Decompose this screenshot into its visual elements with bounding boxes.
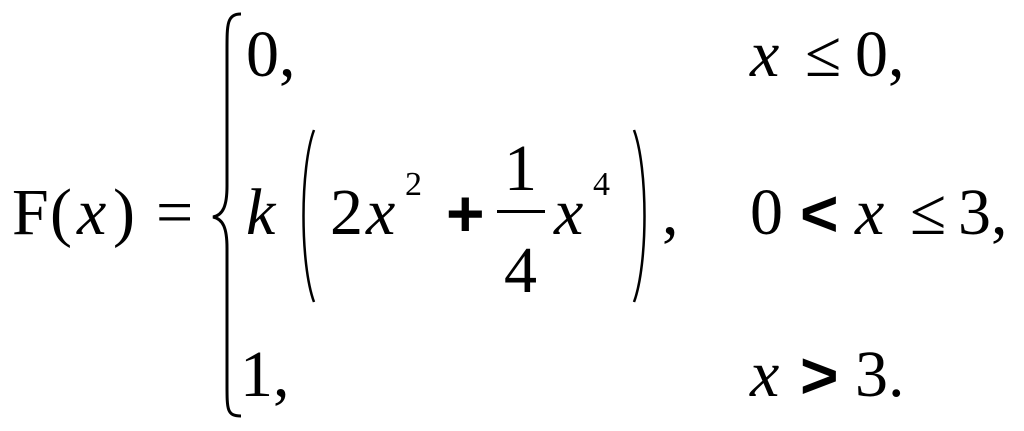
function-name: F	[12, 176, 49, 249]
left-brace	[212, 12, 242, 418]
case2-trailing-comma: ,	[662, 176, 679, 249]
case2-term1-var: x	[366, 176, 396, 249]
case1-value: 0,	[246, 18, 296, 91]
case2-plus: +	[446, 176, 485, 250]
lhs-close-paren: )	[113, 176, 135, 249]
case1-cond-var: x	[750, 18, 780, 91]
case2-cond-lower: 0	[750, 176, 783, 249]
case2-frac-denominator: 4	[504, 234, 537, 307]
case2-frac-numerator: 1	[504, 132, 537, 205]
equals-sign: =	[156, 176, 194, 249]
case1-cond-bound: 0,	[855, 18, 905, 91]
case3-cond-var: x	[750, 338, 780, 411]
case2-cond-op1: <	[800, 176, 839, 250]
case3-value: 1,	[240, 338, 290, 411]
lhs-open-paren: (	[50, 176, 72, 249]
case3-cond-bound: 3.	[855, 338, 905, 411]
case3-cond-op: >	[800, 338, 839, 412]
case2-term1-coef: 2	[330, 176, 363, 249]
case2-cond-var: x	[855, 176, 885, 249]
case2-open-paren	[302, 129, 316, 303]
lhs-variable: x	[77, 176, 107, 249]
case2-term1-exp: 2	[405, 166, 422, 203]
case2-cond-op2: ≤	[910, 176, 947, 249]
case2-fraction-bar	[497, 210, 545, 213]
case2-coef: k	[246, 176, 276, 249]
case2-term2-var: x	[554, 176, 584, 249]
case2-cond-bound: 3,	[958, 176, 1008, 249]
case2-term2-exp: 4	[593, 166, 610, 203]
case2-close-paren	[632, 129, 646, 303]
case1-cond-op: ≤	[805, 18, 842, 91]
